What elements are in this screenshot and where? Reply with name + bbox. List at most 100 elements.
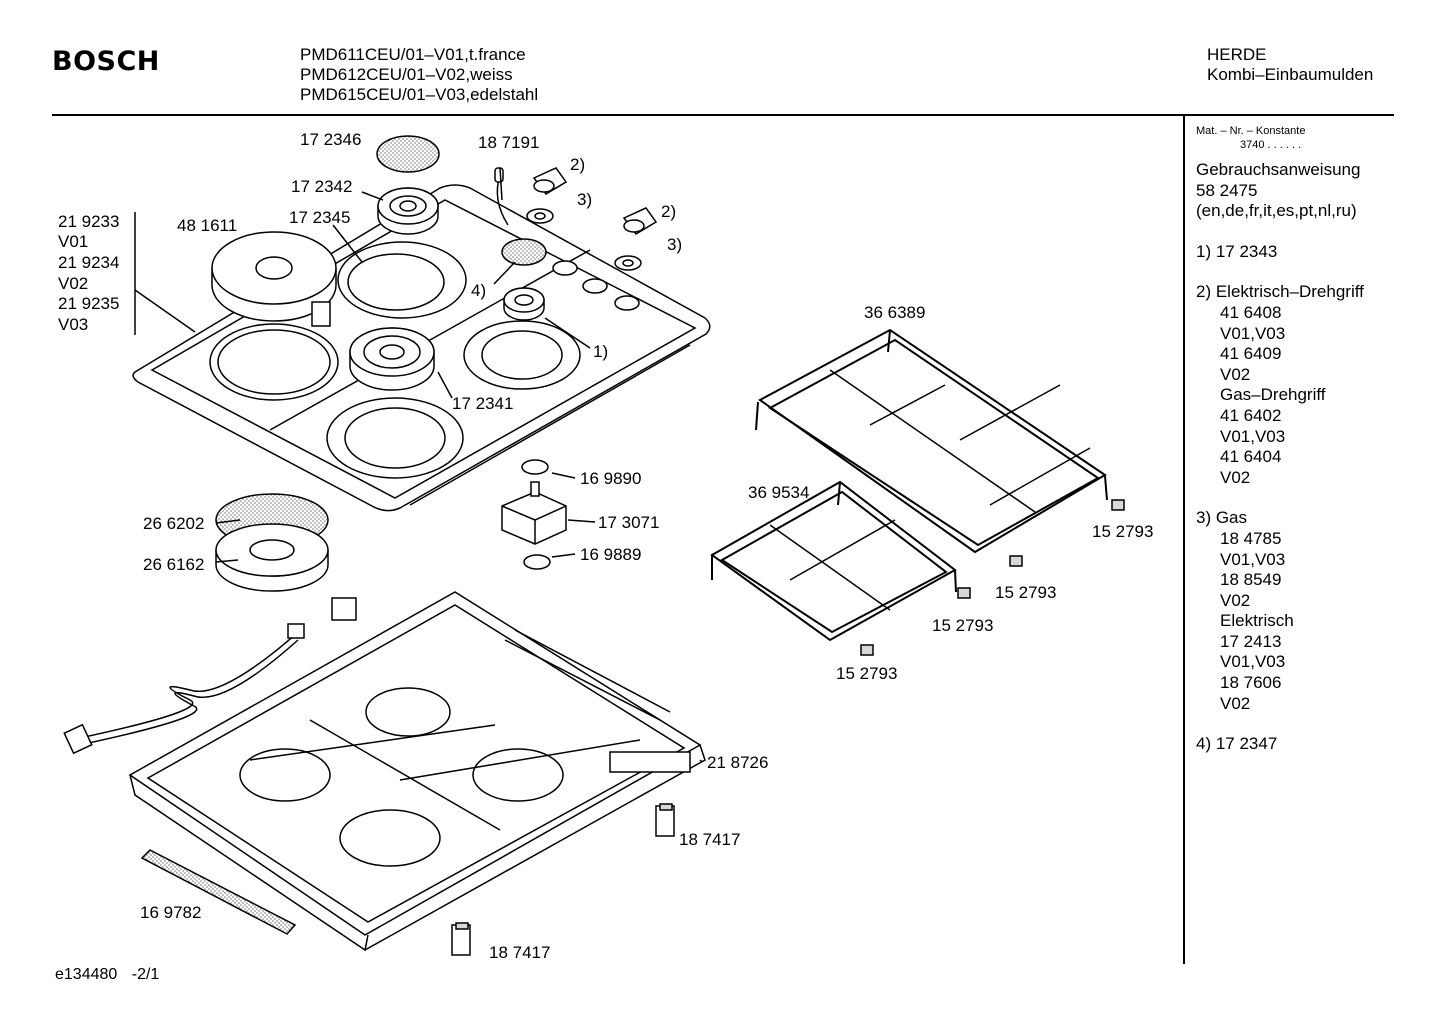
knob-2a [532, 167, 568, 195]
note-1: 1) 17 2343 [1196, 241, 1278, 261]
note-3-line: 18 7606 [1220, 673, 1282, 693]
label-36-6389: 36 6389 [864, 303, 925, 322]
label-26-6202: 26 6202 [143, 514, 204, 533]
label-17-2346: 17 2346 [300, 130, 361, 149]
label-48-1611: 48 1611 [177, 216, 237, 235]
seal-strip-16-9782 [140, 849, 297, 935]
note-3-line: V02 [1220, 590, 1251, 610]
note-2-line: V01,V03 [1220, 323, 1286, 343]
label-17-3071: 17 3071 [598, 513, 659, 532]
model-list: PMD611CEU/01–V01,t.france PMD612CEU/01–V… [300, 45, 538, 105]
label-note-4: 4) [471, 281, 486, 300]
note-2-line: 41 6402 [1220, 405, 1282, 425]
label-17-2341: 17 2341 [452, 394, 513, 413]
label-v-list: V01 [58, 232, 88, 251]
note-2-line: 41 6409 [1220, 344, 1282, 364]
label-note-2a: 2) [570, 155, 585, 174]
manual-title: Gebrauchsanweisung [1196, 160, 1361, 179]
sidebar: Mat. – Nr. – Konstante 3740 . . . . . . … [1196, 124, 1396, 755]
sidebar-divider [1183, 116, 1185, 964]
note-3-line: 17 2413 [1220, 631, 1282, 651]
note-4: 4) 17 2347 [1196, 734, 1278, 754]
label-15-2793-b: 15 2793 [995, 583, 1056, 602]
power-cord [63, 597, 357, 755]
label-18-7417-a: 18 7417 [679, 830, 740, 849]
model-line: PMD612CEU/01–V02,weiss [300, 65, 513, 84]
model-line: PMD611CEU/01–V01,t.france [300, 45, 526, 64]
label-17-2342: 17 2342 [291, 177, 352, 196]
burner-17-2342 [377, 187, 439, 235]
label-21-8726: 21 8726 [707, 753, 768, 772]
note-2: 2) Elektrisch–Drehgriff 41 6408 V01,V03 … [1196, 282, 1396, 488]
knob-2b [622, 207, 658, 235]
manual-langs: (en,de,fr,it,es,pt,nl,ru) [1196, 201, 1357, 221]
note-3-line: 18 8549 [1220, 570, 1282, 590]
pan-support-36-6389 [755, 328, 1108, 554]
note-2-line: V02 [1220, 467, 1251, 487]
part-labels: 17 2346 18 7191 2) 3) 2) 3) 17 2342 17 2… [58, 130, 1153, 962]
base-tray-21-8726 [128, 591, 706, 952]
category-title: HERDE [1207, 45, 1267, 64]
note-2-line: 41 6408 [1220, 302, 1282, 322]
label-16-9889: 16 9889 [580, 545, 641, 564]
label-18-7191: 18 7191 [478, 133, 539, 152]
label-17-2345: 17 2345 [289, 208, 350, 227]
note-3-line: V01,V03 [1220, 549, 1286, 569]
hotplate-48-1611 [211, 231, 337, 327]
clip-18-7417-b [451, 922, 471, 956]
leader-lines [134, 167, 703, 763]
header-divider [52, 114, 1394, 116]
label-v-list: 21 9235 [58, 294, 119, 313]
burner-small [503, 287, 545, 321]
label-18-7417-b: 18 7417 [489, 943, 550, 962]
footer: e134480 -2/1 [55, 966, 159, 984]
bezel-3b-hole [622, 259, 634, 267]
manual-block: Gebrauchsanweisung 58 2475 (en,de,fr,it,… [1196, 160, 1396, 222]
label-16-9890: 16 9890 [580, 469, 641, 488]
bezel-3a [526, 208, 554, 224]
brand-logo: BOSCH [52, 46, 160, 77]
note-3-line: V02 [1220, 693, 1251, 713]
note-2-title: 2) Elektrisch–Drehgriff [1196, 282, 1364, 302]
mat-label: Mat. – Nr. – Konstante [1196, 125, 1306, 137]
label-16-9782: 16 9782 [140, 903, 201, 922]
label-15-2793-c: 15 2793 [932, 616, 993, 635]
label-15-2793-a: 15 2793 [1092, 522, 1153, 541]
category-block: HERDE Kombi–Einbaumulden [1207, 45, 1373, 85]
label-v-list: V03 [58, 315, 88, 334]
mat-value: 3740 . . . . . . [1240, 139, 1302, 151]
category-subtitle: Kombi–Einbaumulden [1207, 65, 1374, 84]
model-line: PMD615CEU/01–V03,edelstahl [300, 85, 539, 104]
note-3-line: V01,V03 [1220, 652, 1286, 672]
burner-cap-17-2346 [376, 135, 440, 173]
label-note-2b: 2) [661, 202, 676, 221]
label-v-list: 21 9233 [58, 212, 119, 231]
label-v-list: V02 [58, 274, 88, 293]
plate-openings [209, 241, 640, 479]
burner-17-2341 [349, 327, 435, 391]
manual-number: 58 2475 [1196, 180, 1258, 200]
bezel-3b [614, 255, 642, 271]
pan-support-36-9534 [710, 480, 957, 642]
clip-18-7417-a [655, 803, 675, 837]
note-3-title: 3) Gas [1196, 508, 1248, 528]
note-2-line: 41 6404 [1220, 447, 1282, 467]
label-36-9534: 36 9534 [748, 483, 809, 502]
label-15-2793-d: 15 2793 [836, 664, 897, 683]
label-note-1: 1) [593, 342, 608, 361]
exploded-parts-diagram: 17 2346 18 7191 2) 3) 2) 3) 17 2342 17 2… [58, 130, 1153, 962]
cover-26-6162 [215, 523, 329, 592]
label-v-list: 21 9234 [58, 253, 119, 272]
note-2-line: V02 [1220, 364, 1251, 384]
note-2-line: V01,V03 [1220, 426, 1286, 446]
valve-17-3071 [501, 481, 567, 545]
label-26-6162: 26 6162 [143, 555, 204, 574]
bezel-3a-hole [534, 212, 546, 220]
label-note-3a: 3) [577, 190, 592, 209]
note-3-line: Elektrisch [1220, 611, 1294, 631]
note-2-line: Gas–Drehgriff [1220, 385, 1326, 405]
label-note-3b: 3) [667, 235, 682, 254]
disk-4 [501, 238, 547, 266]
page-number: -2/1 [131, 966, 160, 983]
note-3-line: 18 4785 [1220, 528, 1282, 548]
